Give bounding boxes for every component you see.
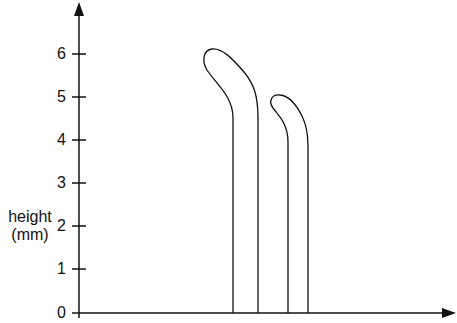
axis-title: height (mm) [2, 208, 58, 244]
short-shoot [271, 95, 308, 313]
tick-label: 1 [57, 260, 66, 278]
y-axis [78, 10, 80, 318]
y-arrowhead [74, 2, 84, 16]
tick-label: 5 [57, 88, 66, 106]
tick-label: 6 [57, 45, 66, 63]
tall-shoot [204, 49, 258, 313]
x-axis [79, 312, 448, 314]
tick-label: 2 [57, 217, 66, 235]
tick-label: 0 [57, 304, 66, 322]
tick-label: 4 [57, 131, 66, 149]
tick-label: 3 [57, 174, 66, 192]
x-arrowhead [442, 308, 456, 318]
